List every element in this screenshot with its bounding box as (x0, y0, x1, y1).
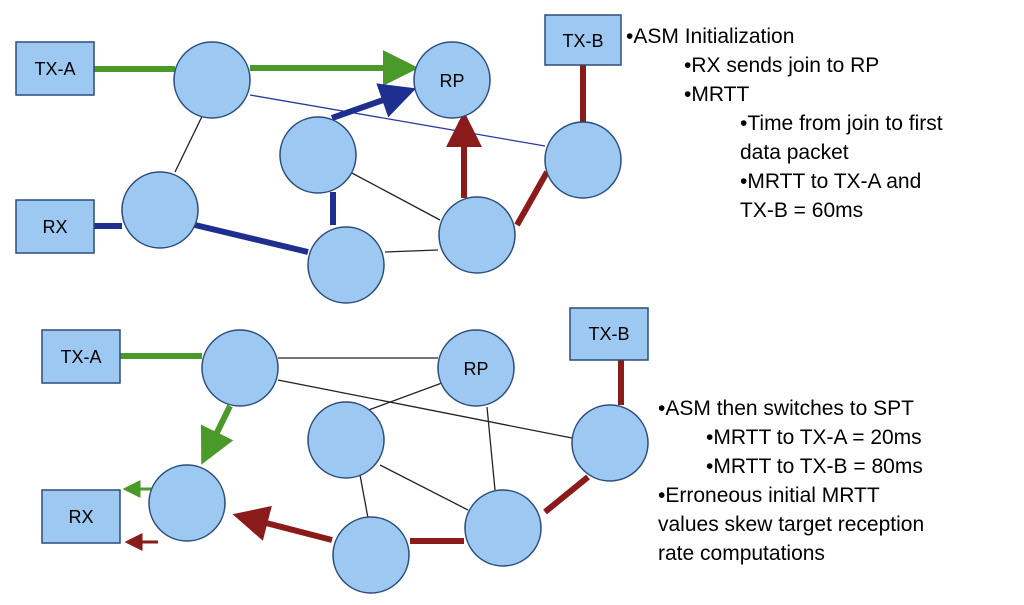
top-note-subitem-cont: TX-B = 60ms (740, 199, 864, 222)
top-tx-b-label: TX-B (562, 31, 603, 51)
top-blue-link (194, 222, 309, 255)
top-link (349, 171, 441, 221)
bottom-note-heading-cont: rate computations (658, 542, 825, 565)
bottom-link (354, 379, 451, 416)
top-diagram: TX-A RX TX-B RP (15, 14, 622, 304)
top-note-subitem-cont: data packet (740, 141, 849, 164)
bottom-router-node (464, 489, 542, 567)
bottom-note-heading: •ASM then switches to SPT (658, 397, 914, 420)
top-rx-label: RX (42, 217, 67, 237)
bottom-rp-node (437, 329, 515, 407)
top-rp-label: RP (439, 71, 464, 91)
bottom-note-heading-cont: values skew target reception (658, 513, 925, 536)
bottom-tx-b-box (569, 307, 649, 361)
bottom-router-node (148, 464, 226, 542)
bottom-rx-label: RX (68, 507, 93, 527)
top-router-node (173, 41, 251, 119)
bottom-link (359, 474, 369, 519)
top-router-node (544, 121, 622, 199)
top-tx-a-box (15, 41, 95, 96)
bottom-router-node (332, 516, 410, 594)
bottom-router-node (307, 401, 385, 479)
bottom-router-node (201, 329, 279, 407)
top-router-node (279, 116, 357, 194)
bottom-rp-label: RP (463, 359, 488, 379)
bottom-red-arrow (232, 505, 333, 543)
top-rp-node (413, 41, 491, 119)
bottom-tx-a-label: TX-A (60, 347, 101, 367)
top-router-node (307, 226, 385, 304)
top-tx-b-box (544, 14, 622, 66)
bottom-note-heading: •Erroneous initial MRTT (658, 484, 880, 507)
top-note-subitem: •MRTT to TX-A and (740, 170, 922, 193)
bottom-note-item: •MRTT to TX-B = 80ms (706, 455, 923, 478)
bottom-link (277, 379, 573, 439)
top-note-item: •RX sends join to RP (684, 54, 880, 77)
top-blue-arrow (331, 83, 417, 121)
bottom-router-node (571, 404, 649, 482)
top-link (384, 249, 439, 253)
top-note-heading: •ASM Initialization (626, 25, 795, 48)
bottom-tx-b-label: TX-B (588, 324, 629, 344)
bottom-red-link (543, 474, 590, 515)
top-link (249, 94, 546, 147)
bottom-link (379, 464, 469, 511)
top-notes: •ASM Initialization •RX sends join to RP… (626, 22, 943, 225)
bottom-green-arrow (200, 404, 234, 465)
top-router-node (121, 171, 199, 249)
bottom-rx-box (41, 489, 121, 544)
bottom-tx-a-box (41, 329, 121, 384)
top-note-item: •MRTT (684, 83, 750, 106)
top-red-link (514, 170, 550, 227)
top-note-subitem: •Time from join to first (740, 112, 943, 135)
top-tx-a-label: TX-A (34, 59, 75, 79)
bottom-note-item: •MRTT to TX-A = 20ms (706, 426, 922, 449)
top-rx-box (15, 199, 95, 254)
top-router-node (438, 196, 516, 274)
bottom-link (486, 406, 496, 491)
bottom-diagram: TX-A RX TX-B RP (41, 307, 649, 594)
bottom-notes: •ASM then switches to SPT •MRTT to TX-A … (658, 394, 924, 568)
